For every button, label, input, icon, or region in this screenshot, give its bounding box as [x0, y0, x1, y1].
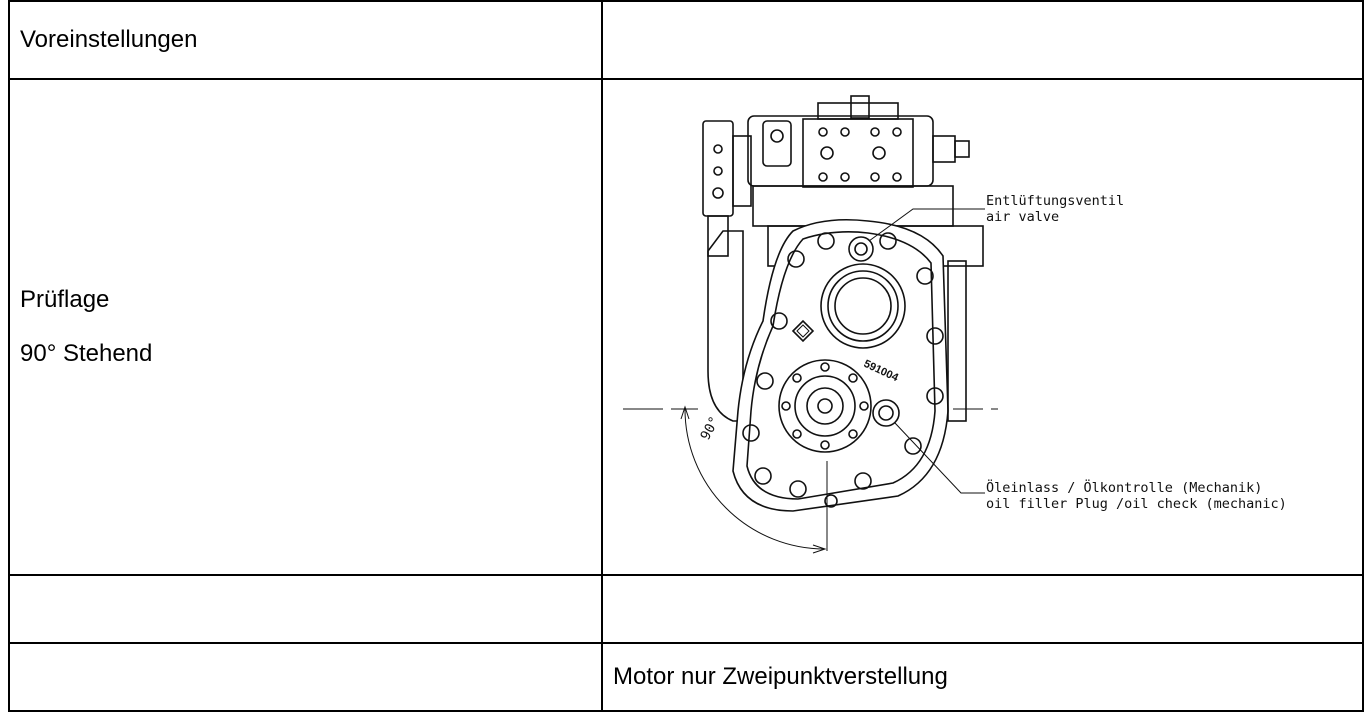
empty-cell-right	[601, 574, 1364, 644]
test-position-orientation: 90° Stehend	[20, 340, 153, 367]
left-valve-column	[702, 120, 752, 257]
settings-sheet: Voreinstellungen Prüflage 90° Stehend	[8, 0, 1364, 712]
technical-drawing-cell: 591004 90°	[601, 78, 1364, 576]
test-position-label-block: Prüflage 90° Stehend	[20, 286, 601, 368]
empty-cell-left	[8, 574, 603, 644]
header-cell-presets: Voreinstellungen	[8, 0, 603, 80]
motor-cell-left	[8, 642, 603, 712]
callout-leaders	[868, 208, 985, 494]
test-position-title: Prüflage	[20, 286, 110, 313]
housing-bolts	[742, 232, 944, 508]
diamond-logo-icon	[791, 319, 815, 343]
main-housing	[707, 185, 984, 512]
table-row-motor: Motor nur Zweipunktverstellung	[8, 642, 1364, 712]
callout-air-valve-en: air valve	[986, 209, 1059, 225]
motor-mode-cell: Motor nur Zweipunktverstellung	[601, 642, 1364, 712]
table-row-test-position: Prüflage 90° Stehend	[8, 78, 1364, 576]
table-row-empty	[8, 574, 1364, 644]
angle-label: 90°	[697, 414, 723, 443]
pump-technical-drawing: 591004 90°	[623, 95, 1287, 554]
settings-table: Voreinstellungen Prüflage 90° Stehend	[8, 0, 1364, 712]
callout-oil-filler-de: Öleinlass / Ölkontrolle (Mechanik)	[986, 478, 1262, 496]
header-cell-empty	[601, 0, 1364, 80]
test-position-cell: Prüflage 90° Stehend	[8, 78, 603, 576]
oil-filler-plug	[872, 399, 900, 427]
callout-oil-filler-en: oil filler Plug /oil check (mechanic)	[986, 496, 1287, 512]
callout-air-valve-de: Entlüftungsventil	[986, 193, 1124, 209]
air-valve-plug	[848, 236, 874, 262]
valve-block-top	[747, 95, 970, 188]
table-row-header: Voreinstellungen	[8, 0, 1364, 80]
lower-flange	[778, 359, 872, 453]
upper-bore	[820, 263, 906, 349]
